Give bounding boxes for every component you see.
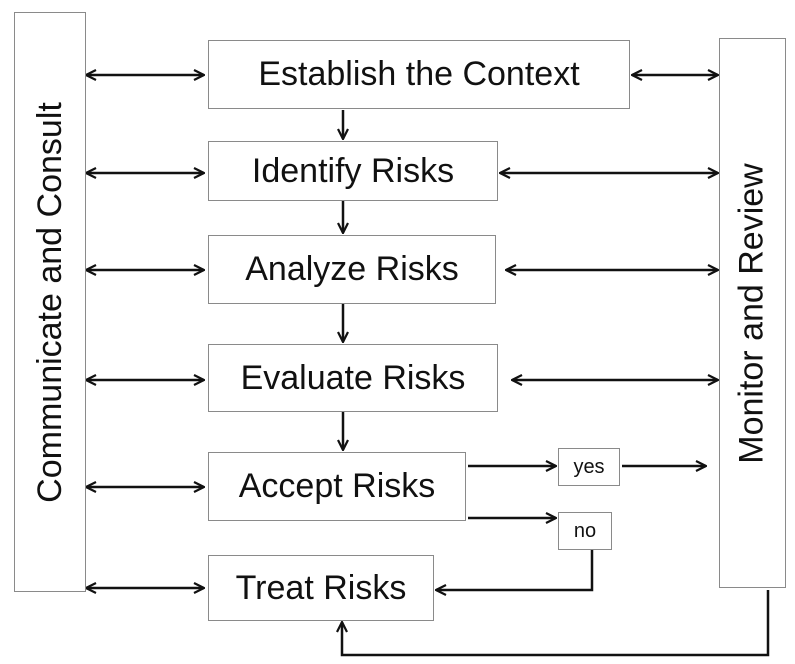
- step-evaluate-risks-label: Evaluate Risks: [240, 358, 466, 397]
- arrow-monitor-to-treat: [342, 590, 770, 657]
- step-analyze-risks-label: Analyze Risks: [245, 250, 459, 288]
- step-treat-risks: Treat Risks: [208, 555, 434, 621]
- step-accept-risks: Accept Risks: [208, 452, 466, 521]
- decision-no-label: no: [573, 519, 597, 542]
- step-evaluate-risks: Evaluate Risks: [208, 344, 498, 412]
- decision-no: no: [558, 512, 612, 550]
- step-identify-risks-label: Identify Risks: [251, 151, 455, 190]
- monitor-and-review-bar: Monitor and Review: [719, 38, 786, 588]
- step-establish-context: Establish the Context: [208, 40, 630, 109]
- monitor-and-review-label: Monitor and Review: [733, 162, 772, 464]
- step-analyze-risks: Analyze Risks: [208, 235, 496, 304]
- communicate-and-consult-label: Communicate and Consult: [30, 101, 69, 503]
- step-treat-risks-label: Treat Risks: [235, 568, 407, 607]
- step-establish-context-label: Establish the Context: [258, 55, 580, 93]
- step-identify-risks: Identify Risks: [208, 141, 498, 201]
- step-accept-risks-label: Accept Risks: [238, 467, 436, 505]
- decision-yes-label: yes: [573, 455, 605, 478]
- decision-yes: yes: [558, 448, 620, 486]
- arrow-no-to-treat: [436, 550, 594, 590]
- communicate-and-consult-bar: Communicate and Consult: [14, 12, 86, 592]
